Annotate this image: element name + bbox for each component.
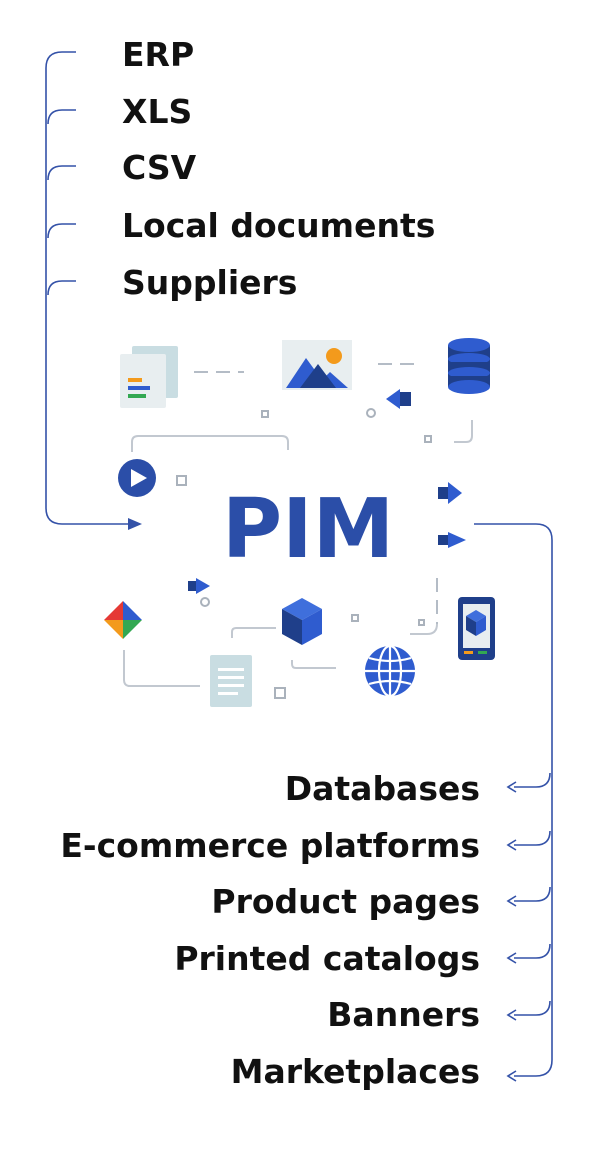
text-document-icon [210,655,252,707]
image-icon [282,340,352,390]
diamond-logo-icon [104,601,142,639]
destination-banners: Banners [327,995,480,1034]
play-icon [118,459,156,497]
output-arrows [438,482,466,548]
destination-product-pages: Product pages [211,882,480,921]
destinations-connector [474,523,553,1082]
destination-printed-catalogs: Printed catalogs [174,939,480,978]
cube-icon [282,598,322,645]
destination-marketplaces: Marketplaces [231,1052,480,1091]
globe-icon [365,644,415,698]
arrow-right-small-icon [188,578,210,594]
sources-connector [45,51,142,530]
database-icon [448,338,490,394]
report-document-icon [120,346,178,408]
pim-label: PIM [222,482,394,577]
source-labels: ERP XLS CSV Local documents Suppliers [122,35,435,302]
mobile-device-icon [458,597,495,660]
destination-databases: Databases [285,769,480,808]
arrow-into-pim-icon [128,518,142,530]
source-suppliers: Suppliers [122,263,297,302]
destination-labels: Databases E-commerce platforms Product p… [60,769,480,1091]
destination-ecommerce-platforms: E-commerce platforms [60,826,480,865]
arrow-left-icon [386,389,411,409]
source-csv: CSV [122,148,197,187]
source-local-documents: Local documents [122,206,435,245]
source-erp: ERP [122,35,194,74]
source-xls: XLS [122,92,192,131]
